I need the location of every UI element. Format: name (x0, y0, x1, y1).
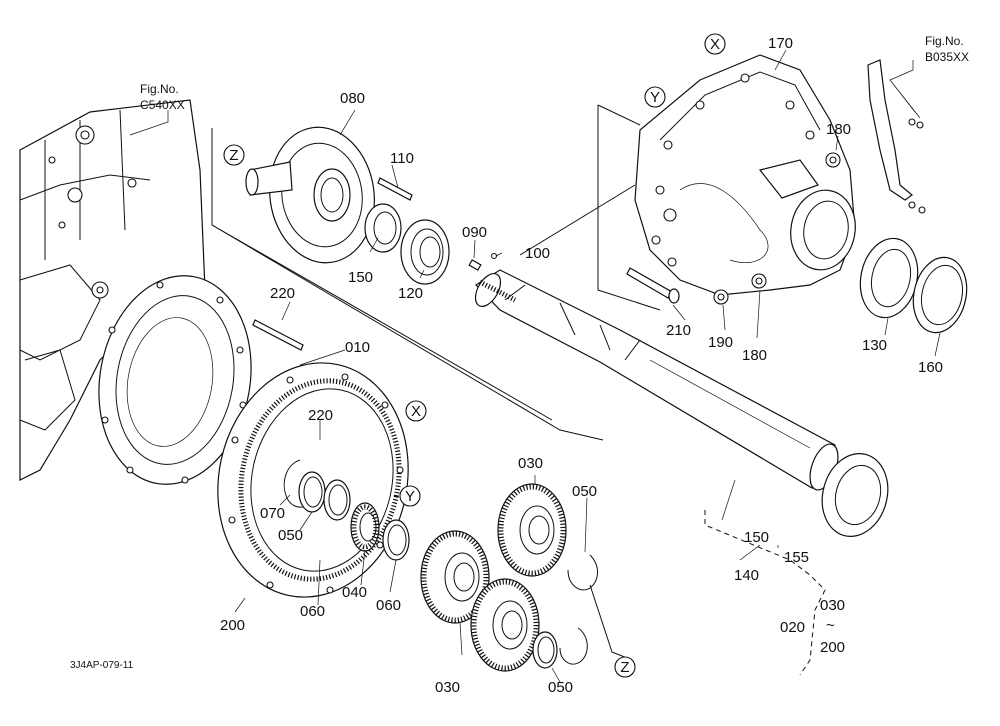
callout-labels: 080 110 150 120 090 100 170 180 210 190 … (220, 35, 943, 696)
washer-050-left (298, 471, 326, 513)
callout-030-range: 030 (820, 597, 845, 614)
callout-200-range: 200 (820, 639, 845, 656)
stud-220-upper (252, 319, 304, 351)
callout-200: 200 (220, 617, 245, 634)
callout-150-upper: 150 (348, 269, 373, 286)
callout-090: 090 (462, 224, 487, 241)
svg-text:Y: Y (650, 89, 660, 106)
clip-050-bottom (559, 627, 588, 665)
clip-050-right (567, 554, 598, 591)
callout-040: 040 (342, 584, 367, 601)
callout-180-upper: 180 (826, 121, 851, 138)
key-090 (468, 259, 482, 271)
planet-gear-030-upper (497, 483, 567, 577)
callout-100: 100 (525, 245, 550, 262)
svg-text:X: X (411, 403, 421, 420)
svg-text:Fig.No.: Fig.No. (140, 82, 179, 96)
callout-190: 190 (708, 334, 733, 351)
callout-130: 130 (862, 337, 887, 354)
bracket (867, 59, 926, 214)
needle-bearing-040 (350, 502, 380, 552)
callout-220-upper: 220 (270, 285, 295, 302)
range-tilde: ~ (826, 617, 835, 634)
callout-050-bottom: 050 (548, 679, 573, 696)
seal-155 (821, 452, 889, 538)
washer-050-mid (323, 479, 351, 521)
marker-y-mid: Y (399, 485, 421, 507)
callout-080: 080 (340, 90, 365, 107)
plug-180-lower (751, 273, 767, 289)
bolt-210 (626, 267, 680, 304)
marker-z-top: Z (223, 144, 245, 166)
axle-housing-170 (634, 54, 856, 296)
marker-x-mid: X (405, 400, 427, 422)
marker-z-bottom: Z (614, 656, 636, 678)
callout-170: 170 (768, 35, 793, 52)
svg-text:C540XX: C540XX (140, 98, 185, 112)
leader-lines (129, 49, 941, 683)
callout-060-left: 060 (300, 603, 325, 620)
svg-text:Fig.No.: Fig.No. (925, 34, 964, 48)
diagram-id: 3J4AP-079-11 (70, 660, 134, 671)
callout-050-right: 050 (572, 483, 597, 500)
planet-carrier-080 (245, 126, 375, 264)
callout-070: 070 (260, 505, 285, 522)
callout-060-right: 060 (376, 597, 401, 614)
planet-gear-030-lower (470, 578, 540, 672)
callout-010: 010 (345, 339, 370, 356)
svg-text:Z: Z (229, 147, 238, 164)
callout-150-lower: 150 (744, 529, 769, 546)
callout-030-lower: 030 (435, 679, 460, 696)
callout-050-left: 050 (278, 527, 303, 544)
callout-155: 155 (784, 549, 809, 566)
transmission-housing (19, 99, 252, 485)
marker-y-top: Y (644, 86, 666, 108)
fig-ref-b035xx: Fig.No. B035XX (925, 34, 969, 64)
callout-030-upper: 030 (518, 455, 543, 472)
callout-140: 140 (734, 567, 759, 584)
planet-gear-030-left (420, 530, 490, 624)
fig-ref-c540xx: Fig.No. C540XX (140, 82, 185, 112)
callout-210: 210 (666, 322, 691, 339)
assembly-bracket-020 (704, 510, 826, 676)
ring-060-right (382, 519, 410, 561)
nut-190 (713, 289, 729, 305)
pin-110 (377, 177, 413, 201)
callout-120: 120 (398, 285, 423, 302)
callout-160: 160 (918, 359, 943, 376)
bearing-120 (400, 219, 450, 285)
svg-text:Z: Z (620, 659, 629, 676)
callout-110: 110 (390, 150, 414, 167)
svg-text:X: X (710, 36, 720, 53)
ring-150-upper (364, 203, 402, 253)
plug-100 (490, 252, 498, 260)
plug-180-upper (825, 152, 841, 168)
washer-050-bottom (532, 631, 558, 669)
svg-text:B035XX: B035XX (925, 50, 969, 64)
ring-160 (912, 256, 968, 334)
callout-220-lower: 220 (308, 407, 333, 424)
callout-020: 020 (780, 619, 805, 636)
marker-x-top: X (704, 33, 726, 55)
svg-text:Y: Y (405, 488, 415, 505)
callout-180-lower: 180 (742, 347, 767, 364)
